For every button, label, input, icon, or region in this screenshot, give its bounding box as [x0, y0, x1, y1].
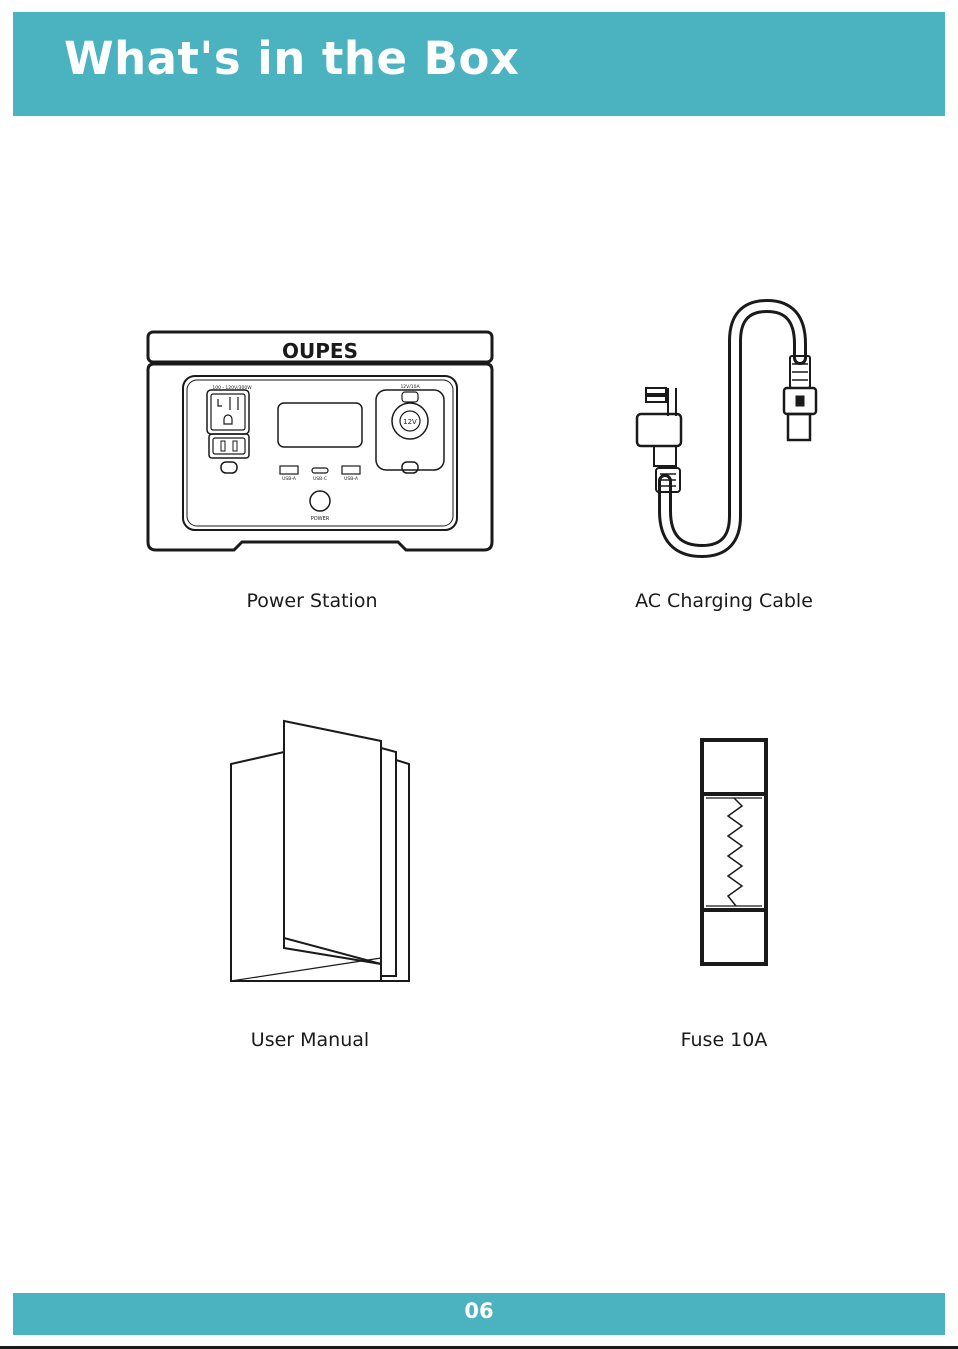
- page-number: 06: [13, 1299, 945, 1323]
- caption-ac-charging-cable: AC Charging Cable: [564, 590, 884, 612]
- caption-fuse: Fuse 10A: [564, 1029, 884, 1051]
- page-title: What's in the Box: [64, 36, 519, 81]
- power-station-illustration: OUPES 100 - 120V/300W USB-A USB-C USB-A …: [144, 328, 496, 556]
- dc-rating-label: 12V/10A: [400, 384, 420, 390]
- usb-c-label: USB-C: [313, 476, 327, 482]
- power-button: [310, 491, 330, 511]
- caption-power-station: Power Station: [152, 590, 472, 612]
- usb-a-label-right: USB-A: [344, 476, 359, 482]
- fuse-illustration: [698, 736, 770, 968]
- ac-cable-illustration: [632, 296, 822, 560]
- caption-user-manual: User Manual: [150, 1029, 470, 1051]
- user-manual-illustration: [226, 716, 416, 988]
- usb-a-label-left: USB-A: [282, 476, 297, 482]
- car-socket-label: 12V: [403, 418, 417, 426]
- brand-logo: OUPES: [282, 339, 358, 363]
- footer-bar: 06: [13, 1293, 945, 1335]
- header-bar: What's in the Box: [13, 12, 945, 116]
- power-label: POWER: [311, 516, 330, 522]
